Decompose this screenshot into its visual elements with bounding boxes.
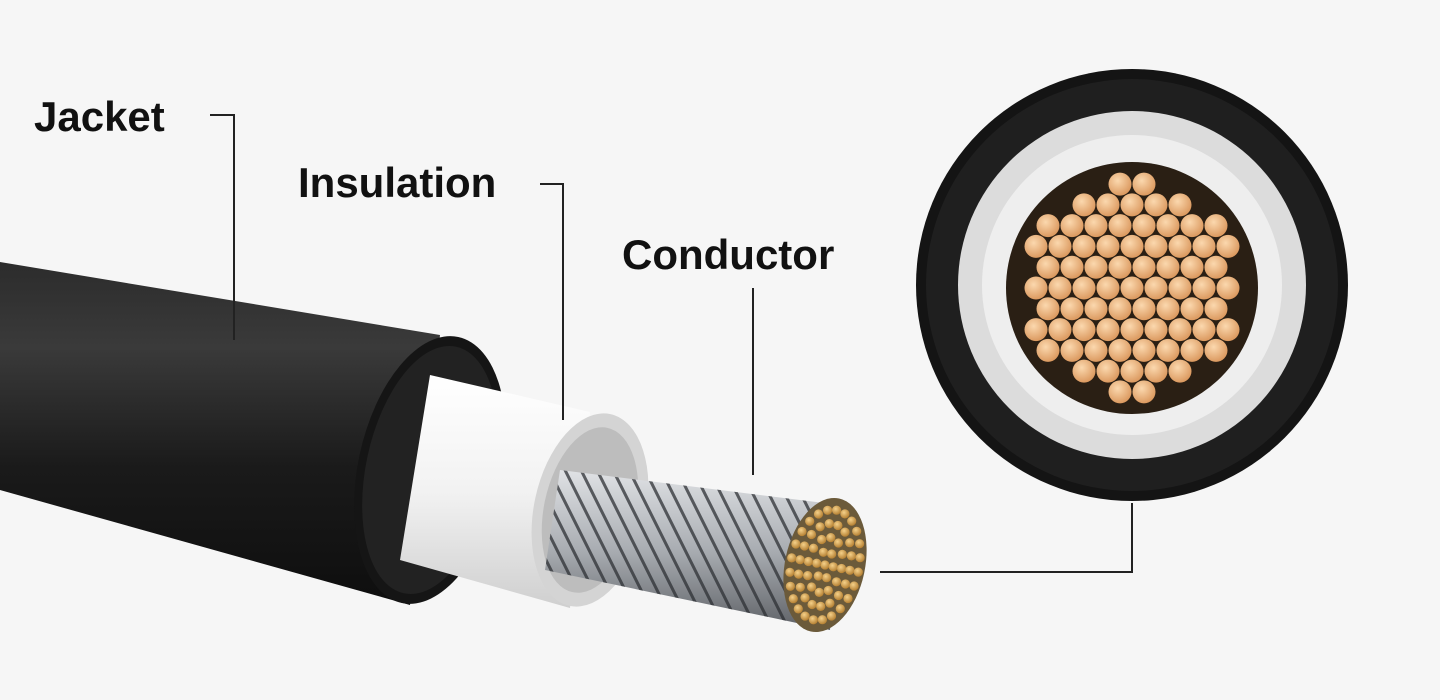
insulation-leader-line xyxy=(540,183,564,420)
jacket-label: Jacket xyxy=(34,93,165,140)
leader-lines xyxy=(210,114,1133,573)
insulation-label: Insulation xyxy=(298,159,497,206)
cross-section xyxy=(916,69,1348,501)
conductor-label: Conductor xyxy=(622,231,835,278)
jacket-leader-line xyxy=(210,114,235,340)
cross-section-leader-line xyxy=(880,503,1133,573)
